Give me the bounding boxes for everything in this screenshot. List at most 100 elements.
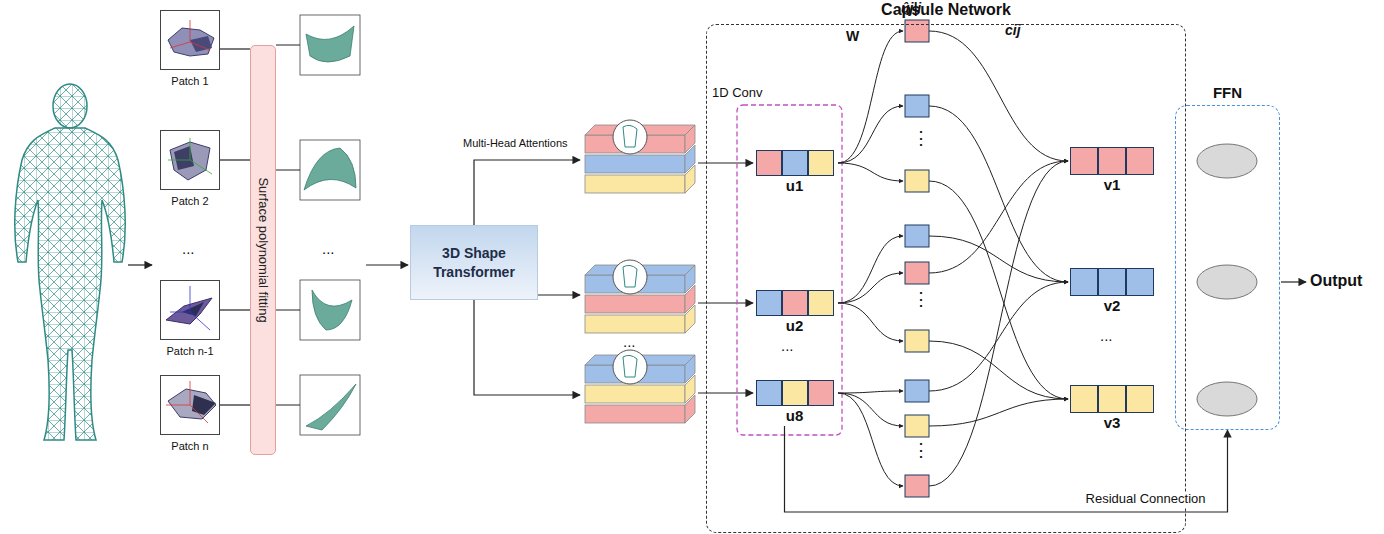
routing-curve bbox=[838, 273, 903, 303]
vector-cell bbox=[756, 380, 782, 406]
vector-cell bbox=[808, 380, 834, 406]
prediction-vector bbox=[905, 330, 929, 352]
slab bbox=[585, 155, 685, 173]
annotation: ... bbox=[322, 240, 335, 257]
label: Patch 1 bbox=[171, 75, 208, 87]
slab bbox=[585, 315, 685, 333]
routing-curve bbox=[929, 282, 1068, 391]
annotation: cij bbox=[1005, 22, 1021, 38]
label: Capsule Network bbox=[881, 1, 1011, 19]
part-icon bbox=[623, 355, 637, 377]
vector-cells bbox=[1070, 268, 1154, 296]
vector-cells bbox=[756, 380, 834, 406]
vector-cells bbox=[756, 150, 834, 176]
slab bbox=[685, 165, 695, 193]
slab bbox=[585, 295, 685, 313]
annotation: ⋮ bbox=[912, 289, 930, 310]
annotation: ⋮ bbox=[912, 440, 930, 461]
slab bbox=[685, 395, 695, 423]
routing-curve bbox=[929, 181, 1068, 399]
feature-stacks bbox=[585, 120, 695, 423]
part-icon bbox=[613, 120, 647, 154]
connector bbox=[220, 404, 250, 405]
patch-box: Patch 1 bbox=[160, 10, 220, 70]
label: v2 bbox=[1104, 298, 1121, 315]
capsule-vector: u1 bbox=[755, 150, 835, 195]
prediction-vectors bbox=[905, 20, 929, 497]
fitting-leaders bbox=[276, 45, 300, 405]
fitted-surfaces bbox=[300, 15, 360, 435]
routing-curve bbox=[929, 399, 1068, 426]
process-box: 3D Shape Transformer bbox=[410, 225, 538, 300]
prediction-vector bbox=[905, 380, 929, 402]
vector-cell bbox=[808, 290, 834, 316]
part-icon bbox=[623, 265, 637, 287]
fitting-band: Surface polynomial fitting bbox=[250, 45, 276, 455]
patch-box: Patch 2 bbox=[160, 130, 220, 190]
vector-cell bbox=[1098, 385, 1126, 413]
annotation: ûj|i bbox=[901, 0, 921, 16]
annotation: ... bbox=[781, 337, 794, 354]
annotation: 1D Conv bbox=[712, 86, 763, 101]
annotation: ⋮ bbox=[912, 128, 930, 149]
human-mesh bbox=[15, 84, 125, 440]
routing-curves bbox=[838, 31, 1068, 486]
vector-cell bbox=[1126, 385, 1154, 413]
routing-curve bbox=[929, 106, 1068, 282]
label: v1 bbox=[1104, 177, 1121, 194]
prediction-vector bbox=[905, 225, 929, 247]
routing-curve bbox=[838, 391, 903, 393]
slab bbox=[685, 305, 695, 333]
vector-cell bbox=[782, 380, 808, 406]
vector-cell bbox=[1098, 268, 1126, 296]
slab bbox=[585, 175, 685, 193]
annotation: ... bbox=[182, 240, 195, 257]
vector-cells bbox=[756, 290, 834, 316]
label: 3D Shape Transformer bbox=[417, 244, 531, 280]
label: Patch 2 bbox=[171, 195, 208, 207]
capsule-vector: u2 bbox=[755, 290, 835, 335]
label: Patch n-1 bbox=[166, 345, 213, 357]
connector bbox=[220, 309, 250, 310]
connector bbox=[220, 159, 250, 160]
capsule-vector: v3 bbox=[1070, 385, 1155, 432]
routing-curve bbox=[929, 161, 1068, 273]
part-icon bbox=[613, 350, 647, 384]
label: u1 bbox=[786, 178, 804, 195]
label: v3 bbox=[1104, 415, 1121, 432]
arrow bbox=[128, 264, 152, 265]
capsule-vector: v2 bbox=[1070, 268, 1155, 315]
prediction-vector bbox=[905, 475, 929, 497]
label: FFN bbox=[1213, 84, 1242, 101]
prediction-vector bbox=[905, 170, 929, 192]
routing-curve bbox=[838, 236, 903, 303]
vector-cell bbox=[1126, 147, 1154, 175]
routing-curve bbox=[838, 303, 903, 341]
routing-curve bbox=[838, 163, 903, 181]
conv-group bbox=[737, 105, 842, 435]
vector-cell bbox=[1070, 268, 1098, 296]
vector-cell bbox=[756, 150, 782, 176]
annotation: Multi-Head Attentions bbox=[463, 137, 568, 150]
slab bbox=[585, 405, 685, 423]
connector-label: Residual Connection bbox=[1084, 492, 1208, 507]
patch-box: Patch n-1 bbox=[160, 280, 220, 340]
vector-cell bbox=[1126, 268, 1154, 296]
arrow bbox=[1281, 281, 1306, 282]
connector bbox=[220, 48, 250, 49]
annotation: ... bbox=[1100, 327, 1113, 344]
annotation: ... bbox=[623, 333, 636, 350]
vector-cell bbox=[782, 150, 808, 176]
routing-curve bbox=[929, 341, 1068, 399]
vector-cell bbox=[1070, 147, 1098, 175]
patch-thumbnails bbox=[166, 20, 216, 423]
output-label: Output bbox=[1310, 272, 1362, 290]
routing-curve bbox=[838, 393, 903, 486]
arrow bbox=[366, 264, 408, 265]
label: Patch n bbox=[171, 440, 208, 452]
part-icon bbox=[623, 125, 637, 147]
ffn-units bbox=[1197, 144, 1257, 416]
routing-curve bbox=[929, 161, 1068, 486]
annotation: W bbox=[846, 28, 859, 44]
